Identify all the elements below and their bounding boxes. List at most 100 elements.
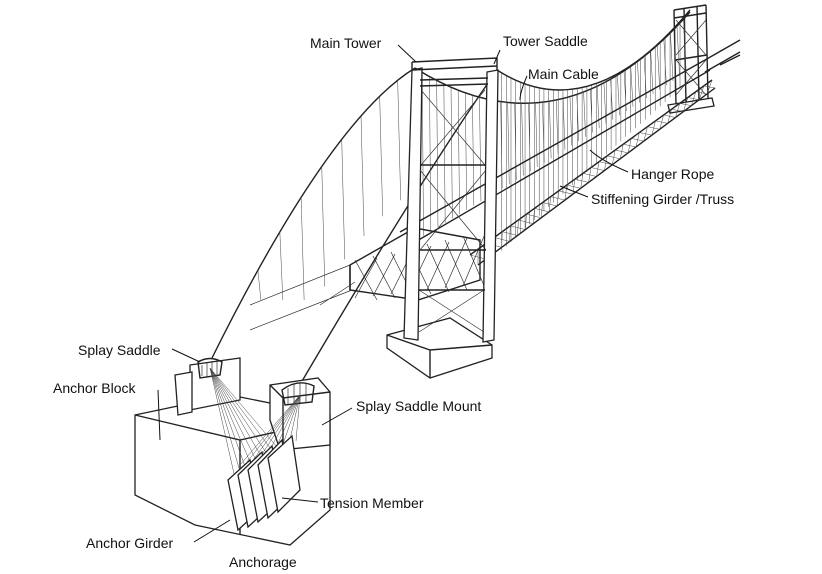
truss-brace — [651, 120, 656, 136]
hanger-rope — [421, 72, 424, 236]
label-main-tower: Main Tower — [310, 35, 382, 51]
truss-brace — [627, 138, 632, 153]
label-main-cable: Main Cable — [528, 66, 599, 82]
tension-member — [209, 367, 242, 476]
stiffening-truss — [399, 59, 716, 266]
tension-member — [209, 367, 254, 470]
hanger-rope — [643, 56, 647, 99]
lattice-member — [462, 235, 486, 289]
hanger-rope — [443, 83, 446, 223]
truss-brace — [580, 173, 584, 189]
truss-brace — [548, 196, 551, 212]
label-stiffening-girder: Stiffening Girder /Truss — [591, 191, 734, 207]
side-hanger — [341, 139, 345, 260]
label-anchorage: Anchorage — [229, 554, 297, 570]
label-splay-saddle: Splay Saddle — [78, 342, 161, 358]
lattice-member — [372, 255, 396, 299]
lattice-member — [354, 259, 378, 301]
hanger-rope — [479, 97, 482, 202]
hanger-rope — [528, 103, 531, 172]
lattice-member — [372, 253, 396, 297]
far-girder-end — [704, 39, 741, 73]
truss-brace — [635, 132, 640, 148]
truss-brace — [556, 190, 559, 207]
truss-brace — [659, 114, 664, 130]
lattice-member — [462, 233, 486, 287]
truss-section — [249, 227, 486, 331]
truss-brace — [619, 144, 624, 159]
main-tower — [386, 57, 499, 379]
truss-brace — [588, 167, 592, 183]
lattice-member — [354, 257, 378, 299]
truss-brace — [643, 126, 648, 142]
truss-brace — [533, 208, 535, 224]
leader-lines — [157, 44, 629, 543]
tension-member — [281, 394, 301, 448]
truss-brace — [509, 225, 511, 242]
tension-member — [209, 367, 278, 458]
label-splay-saddle-mount: Splay Saddle Mount — [356, 398, 481, 414]
tension-members — [209, 367, 301, 479]
hanger-rope — [650, 50, 654, 94]
truss-brace — [706, 79, 713, 94]
truss-brace — [675, 103, 680, 118]
tension-member — [267, 394, 301, 454]
hanger-rope — [657, 45, 660, 90]
hanger-rope — [472, 95, 475, 206]
tension-member — [209, 367, 236, 479]
truss-brace — [564, 184, 568, 201]
truss-brace — [501, 231, 503, 248]
truss-brace — [517, 219, 519, 236]
hanger-rope — [576, 94, 579, 142]
truss-brace — [667, 109, 672, 124]
hanger-rope — [569, 96, 573, 146]
hanger-rope — [630, 66, 634, 107]
hanger-rope — [450, 87, 453, 219]
side-hanger — [257, 270, 262, 301]
side-hanger — [300, 197, 305, 301]
hanger-rope — [562, 98, 566, 150]
truss-brace — [540, 202, 543, 218]
hanger-rope — [583, 91, 586, 137]
truss-brace — [698, 85, 705, 100]
tension-member — [253, 394, 301, 460]
side-hanger — [360, 115, 365, 236]
side-hanger — [397, 80, 401, 201]
hanger-rope — [637, 61, 640, 103]
tension-member — [239, 394, 301, 466]
hanger-rope — [596, 86, 600, 129]
hanger-rope — [465, 92, 467, 210]
hanger-rope — [542, 102, 545, 163]
tension-member — [274, 394, 301, 451]
hanger-rope — [663, 39, 667, 86]
hanger-rope — [590, 89, 593, 133]
label-tower-saddle: Tower Saddle — [503, 33, 588, 49]
tension-member — [209, 367, 266, 464]
tension-member — [209, 367, 284, 455]
tension-member — [209, 367, 248, 473]
anchorage — [134, 357, 331, 546]
hanger-rope — [556, 99, 559, 155]
hanger-rope — [549, 101, 552, 159]
truss-brace — [683, 97, 689, 112]
hanger-rope — [521, 103, 524, 176]
truss-brace — [596, 161, 600, 177]
side-hanger — [379, 96, 383, 217]
tension-member — [295, 394, 301, 442]
hanger-rope — [670, 32, 674, 81]
tension-member — [288, 394, 301, 445]
hanger-rope — [535, 102, 538, 167]
tension-member — [209, 367, 272, 461]
hanger-rope — [457, 90, 460, 215]
anchor-girders — [227, 434, 301, 532]
label-anchor-block: Anchor Block — [53, 380, 136, 396]
tension-member — [246, 394, 301, 463]
hanger-rope — [603, 82, 607, 124]
lattice-member — [444, 237, 468, 289]
truss-brace — [691, 91, 697, 106]
splay-saddles — [197, 357, 315, 406]
truss-brace — [604, 155, 608, 171]
hanger-ropes — [421, 15, 687, 251]
label-tension-member: Tension Member — [320, 495, 424, 511]
